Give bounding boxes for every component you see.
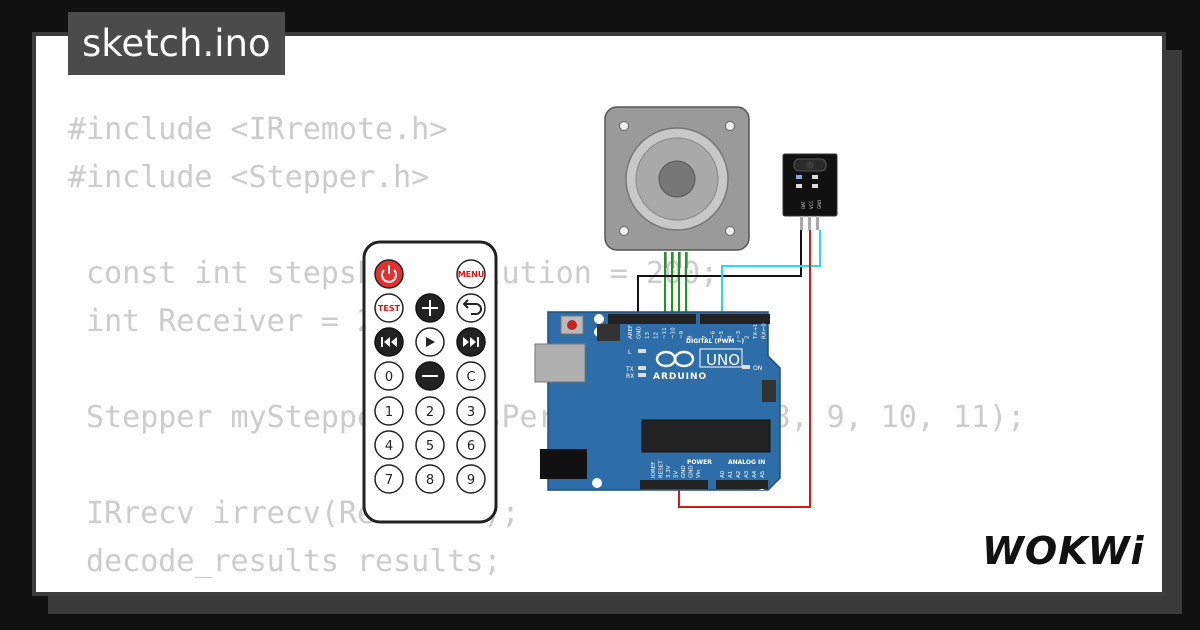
digital-pin-label: ~10 bbox=[671, 327, 677, 339]
digit-button-label: 7 bbox=[385, 473, 393, 488]
digit-button-label: 9 bbox=[467, 473, 475, 488]
digit-button-label: 1 bbox=[385, 405, 393, 420]
power-button[interactable] bbox=[374, 259, 404, 289]
analog-pin-label: A2 bbox=[736, 471, 742, 478]
digit-button-9[interactable]: 9 bbox=[456, 464, 486, 494]
power-pin-label: GND bbox=[681, 465, 687, 478]
digit-button-1[interactable]: 1 bbox=[374, 396, 404, 426]
clear-button-label: C bbox=[466, 370, 475, 385]
digital-pin-label: 4 bbox=[728, 335, 734, 339]
wires bbox=[637, 230, 821, 508]
fast-forward-icon bbox=[463, 337, 479, 347]
analog-pin-label: A5 bbox=[760, 470, 766, 478]
analog-pin-label: A0 bbox=[720, 470, 726, 478]
digital-pin-label: ~11 bbox=[662, 327, 668, 339]
digital-pin-label: 2 bbox=[745, 336, 751, 340]
digit-button-6[interactable]: 6 bbox=[456, 430, 486, 460]
digit-button-label: 2 bbox=[426, 405, 434, 420]
digital-pin-label: 13 bbox=[645, 332, 651, 339]
analog-pin-label: A3 bbox=[744, 470, 750, 478]
digital-pin-label: TX→1 bbox=[753, 324, 759, 340]
test-button[interactable]: TEST bbox=[374, 293, 404, 323]
rewind-button[interactable] bbox=[374, 327, 404, 357]
menu-button-label: MENU bbox=[458, 270, 485, 279]
play-button[interactable] bbox=[415, 327, 445, 357]
analog-pin-label: A4 bbox=[752, 470, 758, 478]
led-label: TX bbox=[625, 366, 634, 373]
power-pin-label: Vin bbox=[696, 469, 702, 478]
digital-pin-label: AREF bbox=[628, 325, 634, 339]
ir-pin-label: VCC bbox=[809, 200, 814, 209]
power-pin-label: 3.3V bbox=[666, 465, 672, 478]
play-icon bbox=[426, 337, 435, 347]
digit-button-0[interactable]: 0 bbox=[374, 361, 404, 391]
ir-receiver[interactable]: DAT VCC GND bbox=[782, 153, 838, 230]
ir-pin-label: GND bbox=[817, 200, 822, 209]
wokwi-logo: WOKWi bbox=[982, 529, 1145, 573]
code-view: #include <IRremote.h> #include <Stepper.h… bbox=[68, 106, 1025, 586]
board-model-label: UNO bbox=[706, 351, 740, 369]
code-line: #include <IRremote.h> bbox=[68, 112, 448, 147]
stepper-motor[interactable] bbox=[604, 106, 750, 268]
analog-pin-label: A1 bbox=[728, 471, 734, 478]
power-pin-label: 5V bbox=[674, 471, 680, 478]
digit-button-label: 6 bbox=[467, 439, 475, 454]
digital-pin-label: ~5 bbox=[719, 330, 725, 339]
arduino-logo-icon bbox=[655, 350, 695, 368]
digit-button-label: 5 bbox=[426, 439, 434, 454]
board-brand-label: ARDUINO bbox=[653, 372, 707, 382]
digital-pin-label: GND bbox=[637, 326, 643, 339]
code-line: decode_results results; bbox=[68, 544, 502, 579]
clear-button[interactable]: C bbox=[456, 361, 486, 391]
digit-button-label: 3 bbox=[467, 405, 475, 420]
led-label: RX bbox=[626, 373, 634, 380]
on-label: ON bbox=[753, 365, 762, 372]
digit-button-4[interactable]: 4 bbox=[374, 430, 404, 460]
digit-button-label: 4 bbox=[385, 439, 393, 454]
back-arrow-icon bbox=[462, 299, 482, 315]
power-pin-label: IOREF bbox=[651, 462, 657, 478]
digit-button-3[interactable]: 3 bbox=[456, 396, 486, 426]
minus-button[interactable] bbox=[415, 361, 445, 391]
digital-pin-label: 7 bbox=[702, 335, 708, 339]
wokwi-logo-text: WOKWi bbox=[982, 529, 1145, 573]
digital-pin-label: ~3 bbox=[736, 330, 742, 339]
digit-button-5[interactable]: 5 bbox=[415, 430, 445, 460]
rewind-icon bbox=[381, 337, 397, 347]
power-pin-label: GND bbox=[689, 465, 695, 478]
arduino-uno[interactable]: L TX RX ON UNO ARDUINO DIGITAL (PWM ~) P… bbox=[534, 311, 781, 491]
digit-button-2[interactable]: 2 bbox=[415, 396, 445, 426]
digital-pin-label: 8 bbox=[688, 335, 694, 339]
led-label: L bbox=[628, 349, 632, 356]
digit-button-label: 8 bbox=[426, 473, 434, 488]
test-button-label: TEST bbox=[378, 304, 401, 313]
power-icon bbox=[381, 265, 397, 283]
digital-pin-label: RX←0 bbox=[762, 323, 768, 339]
digit-button-8[interactable]: 8 bbox=[415, 464, 445, 494]
digit-buttons: 0 1 2 3 4 5 6 7 8 9 bbox=[374, 361, 486, 494]
back-button[interactable] bbox=[456, 293, 486, 323]
digital-pin-label: 12 bbox=[654, 332, 660, 339]
power-pin-label: RESET bbox=[659, 460, 665, 478]
digit-button-7[interactable]: 7 bbox=[374, 464, 404, 494]
analog-label: ANALOG IN bbox=[728, 459, 765, 466]
fast-forward-button[interactable] bbox=[456, 327, 486, 357]
plus-icon bbox=[422, 300, 438, 316]
digit-button-label: 0 bbox=[385, 370, 393, 385]
ir-remote[interactable]: MENU TEST bbox=[362, 240, 498, 524]
menu-button[interactable]: MENU bbox=[456, 259, 486, 289]
digital-label: DIGITAL (PWM ~) bbox=[686, 338, 744, 345]
file-tab[interactable]: sketch.ino bbox=[68, 12, 285, 75]
digital-pin-label: ~9 bbox=[679, 330, 685, 339]
power-label: POWER bbox=[687, 459, 712, 466]
plus-button[interactable] bbox=[415, 293, 445, 323]
digital-pin-label: ~6 bbox=[711, 330, 717, 339]
code-line: #include <Stepper.h> bbox=[68, 160, 430, 195]
ir-pin-label: DAT bbox=[801, 201, 806, 209]
